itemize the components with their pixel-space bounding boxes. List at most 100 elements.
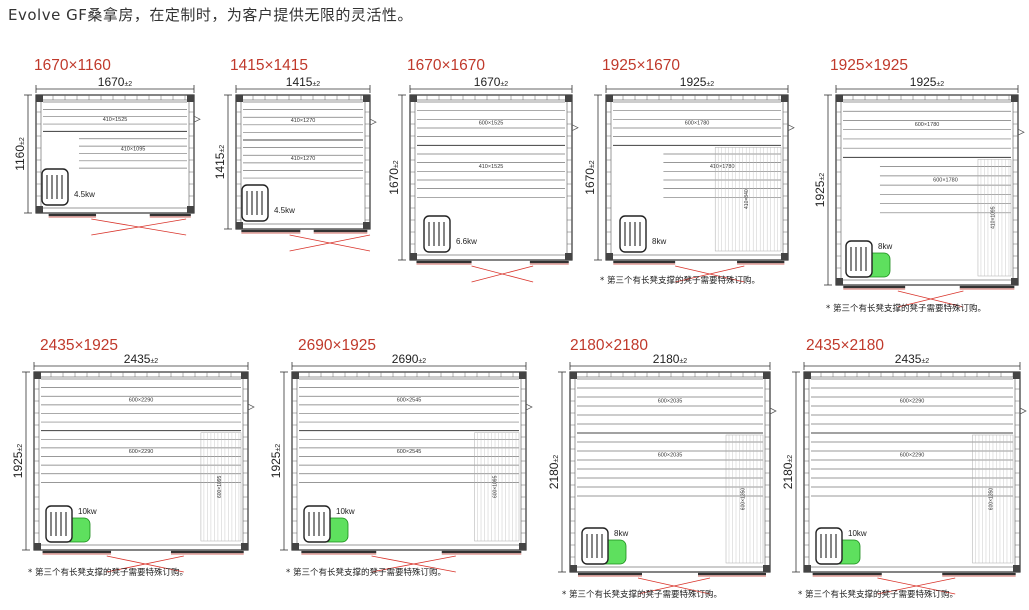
height-label: 2180±2 — [781, 455, 795, 490]
outer-wall — [605, 94, 789, 261]
door-swing-line — [675, 265, 745, 283]
vent-arrow — [769, 407, 777, 415]
height-value: 1670 — [583, 168, 597, 195]
extra-bench-label: 600×1350 — [741, 488, 747, 511]
extra-bench — [474, 432, 520, 542]
corner-post — [804, 372, 811, 379]
tolerance: ±2 — [219, 145, 226, 153]
bench-label: 600×2290 — [129, 397, 154, 403]
outer-wall — [409, 94, 573, 261]
corner-post — [565, 253, 572, 260]
corner-post — [34, 372, 41, 379]
tolerance: ±2 — [500, 81, 508, 88]
width-value: 1670 — [474, 75, 501, 89]
vent-arrow — [1019, 407, 1027, 415]
height-value: 1925 — [269, 451, 283, 478]
corner-post — [363, 95, 370, 102]
bench-label: 600×2290 — [900, 398, 925, 404]
height-value: 1415 — [213, 152, 227, 179]
plan-title: 1925×1925 — [830, 57, 909, 74]
inner-wall — [40, 99, 190, 209]
corner-post — [410, 95, 417, 102]
corner-post — [836, 278, 843, 285]
bench-label: 410×1525 — [103, 117, 128, 123]
corner-post — [292, 372, 299, 379]
tolerance: ±2 — [921, 358, 929, 365]
extra-bench-label: 410×840 — [744, 189, 750, 209]
bench-label: 600×1780 — [685, 121, 710, 127]
height-label: 1670±2 — [583, 160, 597, 195]
height-label: 1670±2 — [387, 160, 401, 195]
door-swing-line — [637, 577, 711, 595]
door-swing-line — [471, 265, 534, 283]
door-swing-line — [91, 218, 187, 236]
width-value: 1925 — [680, 75, 707, 89]
tolerance: ±2 — [19, 137, 26, 145]
height-label: 1415±2 — [213, 145, 227, 180]
width-value: 2690 — [392, 352, 419, 366]
corner-post — [781, 95, 788, 102]
height-label: 1925±2 — [269, 444, 283, 479]
corner-post — [763, 565, 770, 572]
corner-post — [410, 253, 417, 260]
outer-wall — [803, 371, 1021, 573]
door-swing-line — [289, 234, 371, 252]
plan-title: 1670×1160 — [34, 57, 111, 74]
special-order-note: * 第三个有长凳支撑的凳子需要特殊订购。 — [28, 568, 188, 578]
plan-title: 2180×2180 — [570, 337, 649, 354]
corner-post — [241, 372, 248, 379]
width-label: 2435±2 — [895, 352, 930, 366]
outer-wall — [235, 94, 371, 230]
tolerance: ±2 — [553, 455, 560, 463]
tolerance: ±2 — [589, 160, 596, 168]
corner-post — [34, 543, 41, 550]
height-label: 1925±2 — [11, 444, 25, 479]
vent-arrow — [369, 118, 377, 126]
corner-post — [519, 372, 526, 379]
outer-wall — [35, 94, 195, 214]
bench-label: 600×2035 — [658, 452, 683, 458]
height-value: 2180 — [547, 462, 561, 489]
height-label: 1160±2 — [13, 137, 27, 171]
height-value: 1925 — [813, 180, 827, 207]
corner-post — [36, 95, 43, 102]
width-value: 2180 — [653, 352, 680, 366]
height-value: 1925 — [11, 451, 25, 478]
tolerance: ±2 — [124, 81, 132, 88]
extra-bench — [972, 434, 1014, 564]
width-value: 1670 — [98, 75, 125, 89]
tolerance: ±2 — [706, 81, 714, 88]
heater-icon — [581, 527, 609, 565]
width-value: 1415 — [286, 75, 313, 89]
heater-power: 6.6kw — [456, 237, 477, 246]
width-label: 1415±2 — [286, 75, 321, 89]
bench-label: 410×1270 — [291, 118, 316, 124]
plan-title: 1670×1670 — [407, 57, 486, 74]
corner-post — [1013, 565, 1020, 572]
width-label: 2180±2 — [653, 352, 688, 366]
heater-icon — [845, 240, 873, 278]
tolerance: ±2 — [393, 160, 400, 168]
special-order-note: * 第三个有长凳支撑的凳子需要特殊订购。 — [562, 590, 722, 600]
corner-post — [570, 565, 577, 572]
special-order-note: * 第三个有长凳支撑的凳子需要特殊订购。 — [286, 568, 446, 578]
bench-label: 600×2035 — [658, 398, 683, 404]
extra-bench-label: 410×1095 — [990, 206, 996, 229]
heater-icon — [815, 527, 843, 565]
inner-wall — [840, 99, 1014, 281]
corner-post — [236, 95, 243, 102]
vent-arrow — [571, 124, 579, 132]
outer-wall — [835, 94, 1019, 286]
vent-arrow — [525, 403, 533, 411]
corner-post — [363, 222, 370, 229]
corner-post — [804, 565, 811, 572]
door-swing-line — [897, 290, 964, 308]
door-swing-line — [106, 555, 184, 573]
inner-wall — [808, 376, 1016, 568]
corner-post — [570, 372, 577, 379]
